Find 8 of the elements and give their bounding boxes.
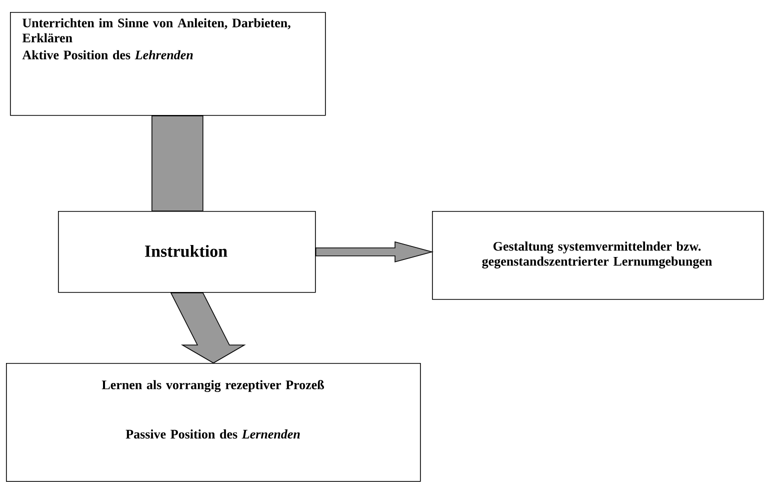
- box-text: Unterrichten im Sinne von Anleiten, Darbieten, Erklären: [22, 18, 290, 42]
- box-text: Gestaltung systemvermittelnder bzw. gegenstandszentrierter Lernumgebungen: [482, 242, 712, 268]
- block-arrow: [152, 115, 204, 212]
- box-text: Passive Position des Lernenden: [126, 429, 300, 439]
- box-text: Lernen als vorrangig rezeptiver Prozeß: [102, 380, 324, 392]
- box-text: Instruktion: [145, 245, 228, 257]
- box-text: Aktive Position des Lehrenden: [22, 50, 193, 60]
- block-arrow: [315, 241, 434, 262]
